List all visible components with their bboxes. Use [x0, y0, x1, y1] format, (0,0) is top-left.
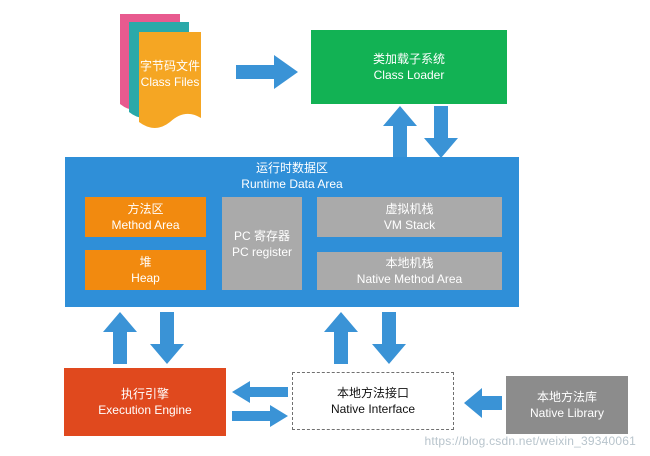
- heap-box: 堆 Heap: [85, 250, 206, 290]
- native-method-area-zh: 本地机栈: [385, 256, 434, 270]
- arrow-right-icon: [236, 55, 298, 89]
- arrow-left-icon: [464, 388, 502, 418]
- arrow-up-icon: [324, 312, 358, 364]
- pc-register-zh: PC 寄存器: [233, 228, 290, 243]
- pc-register-en: PC register: [231, 244, 293, 259]
- heap-en: Heap: [131, 271, 160, 285]
- native-library-en: Native Library: [529, 406, 605, 420]
- pc-register-box: PC 寄存器 PC register: [222, 197, 302, 290]
- class-loader-en: Class Loader: [373, 68, 445, 82]
- native-library-zh: 本地方法库: [536, 390, 597, 404]
- native-method-area-en: Native Method Area: [356, 272, 463, 286]
- method-area-box: 方法区 Method Area: [85, 197, 206, 237]
- execution-engine-zh: 执行引擎: [120, 387, 169, 401]
- arrow-down-icon: [424, 106, 458, 158]
- native-interface-zh: 本地方法接口: [336, 386, 409, 400]
- vm-stack-box: 虚拟机栈 VM Stack: [317, 197, 502, 237]
- native-library-box: 本地方法库 Native Library: [506, 376, 628, 434]
- arrow-down-icon: [150, 312, 184, 364]
- class-loader-box: 类加载子系统 Class Loader: [311, 30, 507, 104]
- watermark-text: https://blog.csdn.net/weixin_39340061: [424, 434, 636, 448]
- execution-engine-en: Execution Engine: [98, 403, 192, 417]
- native-interface-box: 本地方法接口 Native Interface: [292, 372, 454, 430]
- method-area-en: Method Area: [111, 218, 180, 232]
- native-method-area-box: 本地机栈 Native Method Area: [317, 252, 502, 290]
- arrow-up-icon: [383, 106, 417, 158]
- runtime-title-en: Runtime Data Area: [241, 177, 343, 191]
- document-stack-icon: [120, 14, 201, 128]
- runtime-data-area: 运行时数据区 Runtime Data Area 方法区 Method Area…: [65, 157, 519, 307]
- class-loader-zh: 类加载子系统: [372, 52, 445, 66]
- native-interface-en: Native Interface: [330, 402, 416, 416]
- vm-stack-en: VM Stack: [383, 218, 436, 232]
- runtime-title-zh: 运行时数据区: [255, 161, 328, 175]
- vm-stack-zh: 虚拟机栈: [385, 202, 434, 216]
- arrow-right-icon: [232, 405, 288, 427]
- class-files-en: Class Files: [140, 75, 200, 89]
- arrow-left-icon: [232, 381, 288, 403]
- arrow-down-icon: [372, 312, 406, 364]
- class-files-icon: 字节码文件 Class Files: [118, 12, 208, 132]
- class-files-zh: 字节码文件: [139, 59, 200, 73]
- method-area-zh: 方法区: [127, 202, 164, 216]
- runtime-data-area-title: 运行时数据区 Runtime Data Area: [65, 159, 519, 193]
- execution-engine-box: 执行引擎 Execution Engine: [64, 368, 226, 436]
- arrow-up-icon: [103, 312, 137, 364]
- heap-zh: 堆: [139, 255, 152, 269]
- class-files-label: 字节码文件 Class Files: [139, 54, 201, 94]
